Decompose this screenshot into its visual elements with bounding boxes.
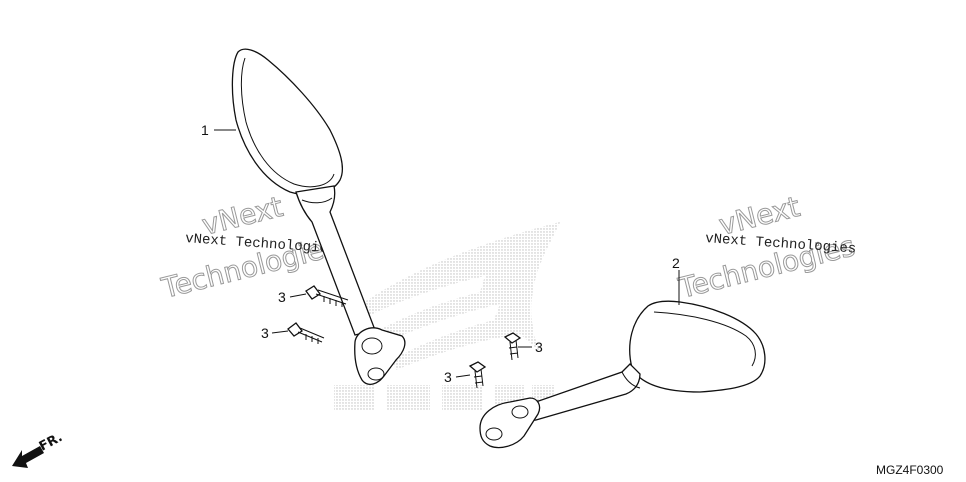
bolt-c: [503, 332, 522, 361]
callout-bolt-c: 3: [535, 339, 543, 355]
background-logo: [334, 222, 560, 411]
front-direction-indicator: FR.: [12, 430, 65, 468]
leader-bolt-a: [289, 293, 307, 298]
left-mirror-base: [354, 327, 406, 386]
callout-bolt-a: 3: [278, 289, 286, 305]
direction-label: FR.: [37, 430, 65, 455]
callout-part2: 2: [672, 255, 680, 271]
right-mirror-base-hole: [485, 427, 503, 441]
callout-part1: 1: [201, 122, 209, 138]
left-mirror-housing: [231, 48, 344, 196]
bolt-a: [305, 285, 349, 307]
leader-bolt-d: [455, 374, 471, 378]
left-mirror-assembly: [231, 48, 406, 386]
right-mirror-collar: [621, 371, 641, 389]
right-mirror-base: [479, 397, 541, 449]
callout-bolt-b: 3: [261, 325, 269, 341]
bolt-b: [287, 322, 325, 344]
callout-bolt-d: 3: [444, 369, 452, 385]
left-mirror-collar: [301, 197, 333, 204]
watermark-right: vNext Technologies vNext Technologies: [674, 189, 858, 305]
wing-logo-shape: [352, 222, 560, 370]
right-mirror-base-hole: [511, 405, 529, 419]
left-mirror-base-hole: [361, 337, 383, 355]
left-mirror-base-hole: [367, 367, 385, 381]
left-mirror-glass-edge: [240, 57, 335, 188]
diagram-code: MGZ4F0300: [876, 463, 944, 477]
bolt-d: [468, 361, 487, 389]
right-mirror-glass-edge: [653, 311, 756, 367]
leader-bolt-b: [271, 330, 289, 334]
arrow-icon: [12, 446, 44, 468]
right-mirror-housing: [629, 300, 766, 393]
right-mirror-assembly: [479, 300, 766, 449]
